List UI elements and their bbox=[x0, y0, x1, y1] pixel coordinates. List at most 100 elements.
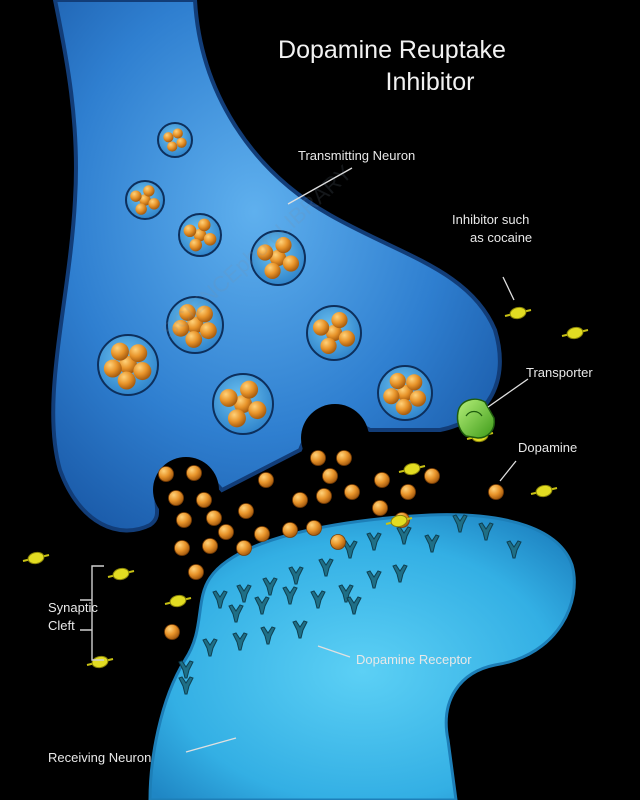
dopamine-molecule bbox=[282, 522, 298, 538]
dopamine-molecule bbox=[218, 524, 234, 540]
dopamine-molecule bbox=[275, 236, 292, 254]
dopamine-receptor bbox=[262, 577, 278, 596]
dopamine-receptor bbox=[478, 522, 494, 541]
label-transporter: Transporter bbox=[526, 365, 593, 380]
dopamine-molecule bbox=[110, 342, 129, 361]
dopamine-receptor bbox=[212, 590, 228, 609]
label-transmitting-neuron: Transmitting Neuron bbox=[298, 148, 415, 163]
leader-dopamine-receptor bbox=[317, 645, 351, 658]
dopamine-receptor bbox=[452, 514, 468, 533]
dopamine-molecule bbox=[196, 305, 213, 323]
inhibitor-molecule bbox=[530, 484, 558, 498]
leader-inhibitor bbox=[502, 276, 515, 301]
dopamine-molecule bbox=[336, 450, 352, 466]
dopamine-receptor bbox=[506, 540, 522, 559]
dopamine-molecule bbox=[164, 624, 180, 640]
dopamine-molecule bbox=[188, 564, 204, 580]
dopamine-molecule bbox=[172, 319, 190, 337]
inhibitor-molecule bbox=[561, 326, 589, 340]
synaptic-vesicle bbox=[250, 230, 306, 286]
dopamine-molecule bbox=[383, 388, 400, 405]
leader-transporter bbox=[487, 378, 529, 408]
dopamine-molecule bbox=[240, 380, 259, 399]
title-line-2: Inhibitor bbox=[386, 68, 475, 96]
dopamine-molecule bbox=[186, 316, 204, 334]
dopamine-receptor bbox=[232, 632, 248, 651]
synaptic-vesicle bbox=[306, 305, 362, 361]
dopamine-molecule bbox=[282, 255, 300, 272]
dopamine-molecule bbox=[374, 472, 390, 488]
leader-transmitting-neuron bbox=[287, 167, 353, 205]
dopamine-molecule bbox=[135, 203, 147, 215]
dopamine-molecule bbox=[176, 512, 192, 528]
dopamine-molecule bbox=[163, 132, 174, 143]
dopamine-molecule bbox=[200, 322, 217, 340]
dopamine-molecule bbox=[488, 484, 504, 500]
dopamine-molecule bbox=[258, 472, 274, 488]
dopamine-molecule bbox=[158, 466, 174, 482]
dopamine-molecule bbox=[264, 262, 281, 280]
dopamine-molecule bbox=[330, 534, 346, 550]
dopamine-molecule bbox=[183, 224, 197, 238]
inhibitor-molecule bbox=[107, 567, 135, 581]
dopamine-molecule bbox=[193, 228, 207, 242]
dopamine-molecule bbox=[130, 190, 142, 202]
synaptic-vesicle bbox=[166, 296, 224, 354]
dopamine-molecule bbox=[119, 356, 137, 374]
label-dopamine-receptor: Dopamine Receptor bbox=[356, 652, 472, 667]
dopamine-receptor bbox=[178, 676, 194, 695]
dopamine-molecule bbox=[133, 362, 152, 381]
dopamine-molecule bbox=[338, 330, 356, 347]
label-synaptic-line-2: Cleft bbox=[48, 618, 75, 633]
synaptic-vesicle bbox=[157, 122, 193, 158]
dopamine-molecule bbox=[409, 390, 427, 407]
dopamine-molecule bbox=[227, 409, 246, 428]
dopamine-molecule bbox=[197, 218, 211, 232]
dopamine-molecule bbox=[269, 249, 287, 267]
dopamine-receptor bbox=[392, 564, 408, 583]
inhibitor-molecule bbox=[164, 594, 192, 608]
dopamine-molecule bbox=[196, 492, 212, 508]
dopamine-molecule bbox=[174, 540, 190, 556]
dopamine-molecule bbox=[185, 331, 203, 348]
dopamine-molecule bbox=[256, 244, 274, 261]
dopamine-receptor bbox=[178, 660, 194, 679]
synaptic-cleft-bracket bbox=[80, 565, 104, 661]
dopamine-molecule bbox=[396, 384, 414, 402]
dopamine-receptor bbox=[282, 586, 298, 605]
synaptic-vesicle bbox=[212, 373, 274, 435]
dopamine-molecule bbox=[312, 319, 330, 336]
dopamine-molecule bbox=[234, 395, 252, 413]
dopamine-receptor bbox=[260, 626, 276, 645]
dopamine-molecule bbox=[172, 128, 183, 139]
dopamine-molecule bbox=[179, 304, 196, 321]
dopamine-receptor bbox=[346, 596, 362, 615]
dopamine-receptor bbox=[202, 638, 218, 657]
label-inhibitor-line-2: as cocaine bbox=[470, 230, 532, 245]
dopamine-molecule bbox=[148, 198, 160, 210]
dopamine-receptor bbox=[288, 566, 304, 585]
dopamine-molecule bbox=[186, 465, 202, 481]
dopamine-receptor bbox=[236, 584, 252, 603]
inhibitor-molecule bbox=[504, 306, 532, 320]
dopamine-molecule bbox=[406, 374, 423, 391]
dopamine-molecule bbox=[129, 344, 148, 363]
synaptic-vesicle bbox=[178, 213, 222, 257]
dopamine-molecule bbox=[254, 526, 270, 542]
leader-receiving-neuron bbox=[185, 737, 237, 753]
dopamine-molecule bbox=[219, 388, 238, 407]
label-dopamine: Dopamine bbox=[518, 440, 577, 455]
dopamine-receptor bbox=[338, 584, 354, 603]
dopamine-molecule bbox=[248, 401, 267, 420]
transporter bbox=[456, 398, 496, 439]
dopamine-receptor bbox=[228, 604, 244, 623]
dopamine-molecule bbox=[310, 450, 326, 466]
leader-lines bbox=[185, 167, 529, 753]
dopamine-molecule bbox=[143, 185, 155, 197]
dopamine-molecule bbox=[203, 232, 217, 246]
dopamine-molecule bbox=[103, 359, 122, 378]
inhibitor-molecule bbox=[86, 655, 114, 669]
dopamine-molecule bbox=[176, 137, 187, 148]
dopamine-molecule bbox=[236, 540, 252, 556]
